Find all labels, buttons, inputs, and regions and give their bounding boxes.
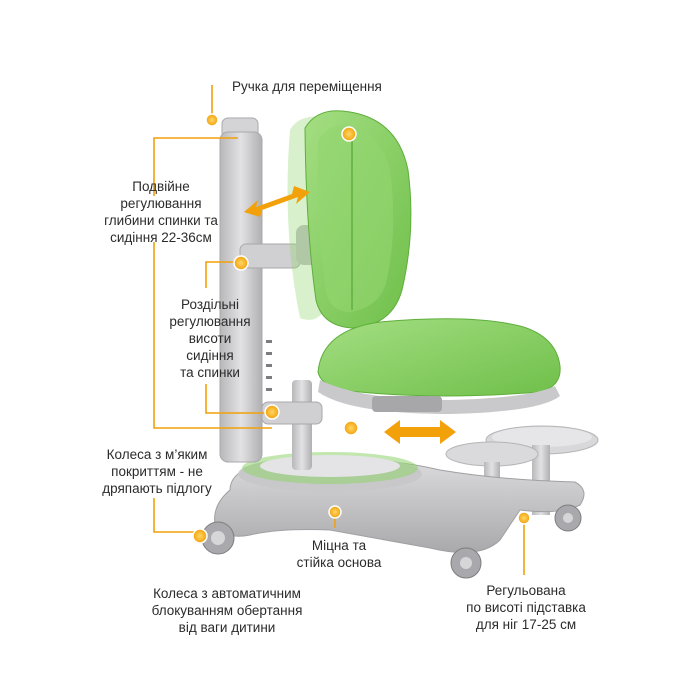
wheel-front-right bbox=[450, 547, 482, 579]
height-adjust-line: регулювання bbox=[169, 314, 251, 329]
footrest-line: по висоті підставка bbox=[466, 600, 586, 615]
marker-dot-icon bbox=[341, 126, 357, 142]
double-arrow-icon bbox=[384, 420, 456, 444]
wheel-back-right bbox=[554, 504, 582, 532]
depth-adjust-line: регулювання bbox=[120, 196, 202, 211]
callout-lines bbox=[153, 85, 525, 575]
lock-wheels-line: блокуванням обертання bbox=[151, 603, 303, 618]
soft-wheels-label: Колеса з м’яким покриттям - не дряпають … bbox=[94, 446, 220, 497]
soft-wheels-line: покриттям - не bbox=[111, 464, 203, 479]
wheel-front-left bbox=[201, 521, 235, 555]
backrest bbox=[304, 110, 412, 329]
height-adjust-line: Роздільні bbox=[181, 297, 239, 312]
depth-adjust-line: глибини спинки та bbox=[104, 213, 218, 228]
depth-adjust-line: сидіння 22-36см bbox=[110, 230, 212, 245]
marker-dot-icon bbox=[205, 113, 219, 127]
footrest-label: Регульована по висоті підставка для ніг … bbox=[452, 582, 600, 633]
depth-adjust-line: Подвійне bbox=[132, 179, 190, 194]
lock-wheels-line: Колеса з автоматичним bbox=[153, 586, 301, 601]
height-adjust-label: Роздільні регулювання висоти сидіння та … bbox=[160, 296, 260, 381]
base-line: стійка основа bbox=[296, 555, 382, 570]
height-adjust-line: та спинки bbox=[180, 365, 240, 380]
marker-dot-icon bbox=[233, 255, 249, 271]
marker-dot-icon bbox=[264, 404, 280, 420]
footrest bbox=[445, 425, 599, 520]
lock-wheels-line: від ваги дитини bbox=[178, 620, 276, 635]
seat bbox=[317, 318, 561, 414]
marker-dot-icon bbox=[517, 511, 531, 525]
footrest-line: Регульована bbox=[486, 583, 566, 598]
marker-dot-icon bbox=[192, 528, 208, 544]
depth-adjust-label: Подвійне регулювання глибини спинки та с… bbox=[86, 178, 236, 246]
marker-dot-icon bbox=[343, 420, 359, 436]
height-adjust-line: сидіння bbox=[186, 348, 234, 363]
footrest-line: для ніг 17-25 см bbox=[475, 617, 577, 632]
double-arrow-icon bbox=[244, 186, 310, 217]
soft-wheels-line: Колеса з м’яким bbox=[106, 447, 208, 462]
handle-label: Ручка для переміщення bbox=[232, 78, 382, 95]
chair-illustration bbox=[201, 110, 599, 579]
soft-wheels-line: дряпають підлогу bbox=[102, 481, 212, 496]
marker-dot-icon bbox=[328, 505, 342, 519]
height-adjust-line: висоти bbox=[188, 331, 232, 346]
base-line: Міцна та bbox=[311, 538, 367, 553]
base-label: Міцна та стійка основа bbox=[296, 537, 382, 571]
handle-label-text: Ручка для переміщення bbox=[232, 79, 382, 94]
lock-wheels-label: Колеса з автоматичним блокуванням оберта… bbox=[134, 585, 320, 636]
